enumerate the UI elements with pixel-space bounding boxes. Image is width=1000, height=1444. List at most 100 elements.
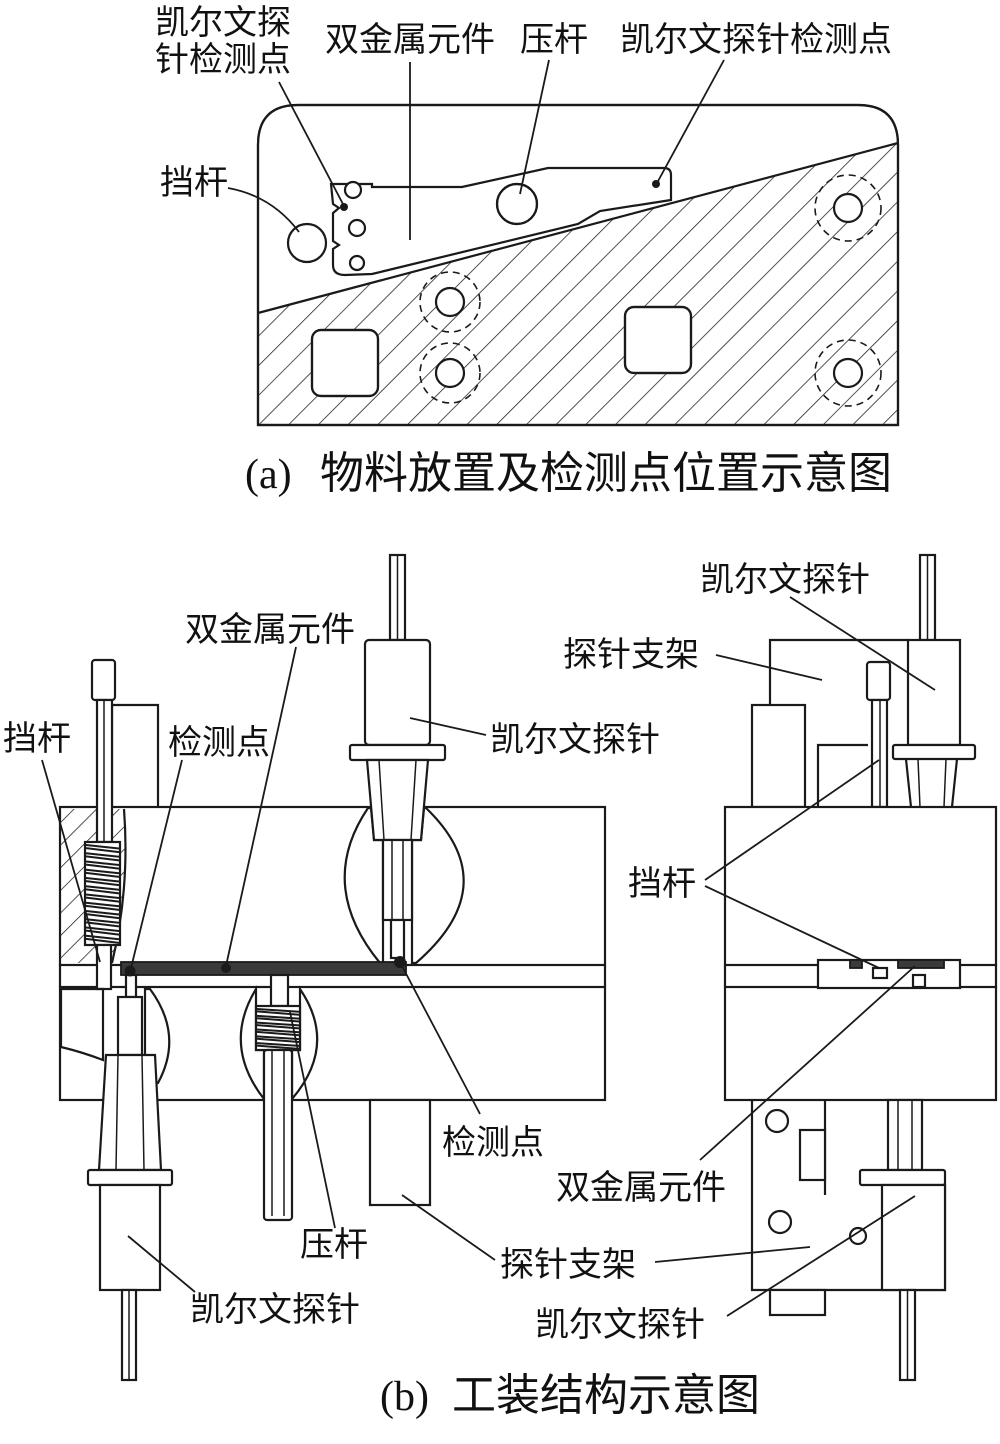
label-kelvin-probe-lower-right: 凯尔文探针 [535,1305,705,1345]
stop-rod-tip [95,943,113,991]
probe-taper [97,1053,163,1172]
leader-stop-rod [227,187,300,233]
bimetal-strip [120,961,407,976]
press-rod-spring [256,1008,300,1050]
block-face [623,305,693,375]
leader-detection-point-lower [401,965,481,1115]
probe-clearance-dashed [814,339,882,407]
kelvin-probe-side-bottom [858,1098,947,1382]
press-rod-hatch [495,182,539,226]
leader-kelvin-point-right [656,59,725,184]
panel-b-side-view [723,553,998,1382]
probe-neck [116,995,144,1057]
probe-hole-1 [419,271,481,333]
holder-screw-hole-bottom [767,1209,793,1235]
probe-neck [381,838,414,922]
side-upper-block [723,805,998,967]
label-bimetal-front: 双金属元件 [185,610,355,650]
probe-hole-2 [419,342,481,404]
kelvin-probe-side-top [891,553,977,808]
leader-bimetal-side [699,965,916,1161]
probe-taper [904,758,959,808]
block-face [310,328,380,398]
label-press-rod: 压杆 [520,20,588,60]
leader-kelvin-probe-upper [409,717,487,736]
probe-flange [86,1168,174,1187]
probe-flange [858,1168,947,1187]
probe-tip-side [911,973,927,989]
hatched-base-region [258,143,898,425]
leader-kelvin-probe-lower-right [726,1195,916,1317]
caption-a: 物料放置及检测点位置示意图 [320,448,892,499]
label-probe-holder-lower: 探针支架 [500,1245,636,1285]
mounting-hole [343,180,363,200]
probe-neck [886,1098,924,1172]
probe-clearance-dashed [419,342,481,404]
kelvin-probe-upper [348,553,447,960]
leader-detection-point-upper [130,759,183,969]
probe-neck-inner [391,840,404,920]
label-bimetal: 双金属元件 [325,20,495,60]
probe-bore-hatch-right [143,987,171,1085]
spring-coil [256,1008,300,1050]
probe-clearance-dashed [419,271,481,333]
detection-point-right [394,956,406,968]
label-kelvin-point-right: 凯尔文探针检测点 [620,20,892,60]
caption-tag-b: (b) [380,1374,429,1420]
label-stop-rod: 挡杆 [160,163,228,203]
mounting-hole [348,254,366,272]
label-detection-point-upper: 检测点 [168,723,270,763]
stop-rod-side [865,660,892,809]
probe-hole-4 [814,339,882,407]
probe-neck-inner [897,1100,913,1170]
stop-rod-side-tip [871,966,889,980]
holder-pin-hole [848,1226,868,1246]
label-kelvin-probe-side-top: 凯尔文探针 [700,560,870,600]
bimetal-side-piece-left [849,959,863,969]
probe-taper-inner [917,758,947,808]
press-rod-shaft [262,1048,294,1222]
leader-bimetal-front [225,646,297,967]
rear-support-outline [110,703,160,807]
press-rod-head [269,973,290,1008]
probe-body [880,1183,947,1292]
probe-hole [832,357,864,389]
label-kelvin-point-left-line1: 凯尔文探 [155,3,291,43]
probe-holder-front [368,1098,432,1207]
block-hatch [310,328,380,398]
probe-holder-left-post [750,703,807,809]
fixture-plate-outline [256,103,900,427]
holder-screw-hole-top [764,1108,790,1134]
leader-stop-rod-front [41,759,101,963]
stop-rod [286,222,328,264]
panel-b-front-view [58,553,607,1382]
detection-point-left [124,965,136,977]
label-kelvin-point-left-line2: 针检测点 [155,40,291,80]
label-press-rod: 压杆 [300,1225,368,1265]
leader-kelvin-point-left [278,81,345,207]
leader-probe-holder-side-top [715,654,823,681]
probe-hole [434,286,466,318]
locating-block-right [623,305,693,375]
spring-coil [85,844,120,944]
probe-taper-inner [378,759,417,841]
press-rod-assembly [254,973,302,1222]
leader-probe-holder-front [401,1194,496,1261]
upper-fixture-block [58,805,607,967]
leader-stop-rod-side-lower [704,885,880,969]
label-bimetal-side: 双金属元件 [556,1168,726,1208]
caption-b: 工装结构示意图 [452,1370,760,1421]
stop-rod-spring [85,844,120,944]
probe-taper [365,758,430,842]
stop-rod-cap [90,658,117,702]
side-lower-block [723,985,998,1102]
probe-bore-hatch-left [59,987,105,1062]
stop-rod-cap [865,660,892,702]
panel-a: 凯尔文探 针检测点 双金属元件 压杆 凯尔文探针检测点 挡杆 (a) 物料放置及… [155,3,900,499]
probe-tip [124,973,138,999]
press-rod-shaft-inner [271,1050,285,1216]
press-rod [495,182,539,226]
bimetal-side-piece-right [897,959,945,969]
probe-hole [434,357,466,389]
